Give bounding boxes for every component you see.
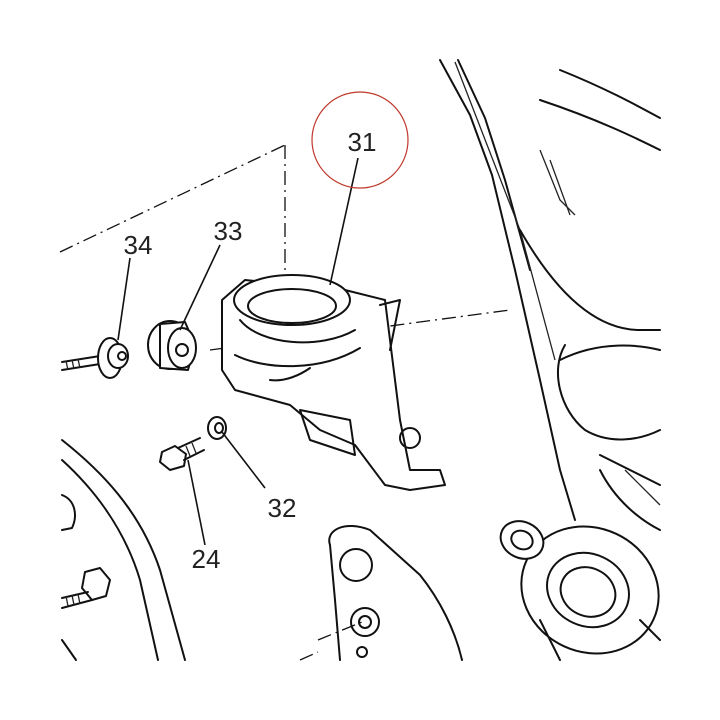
hex-bolt-lower-left [61,567,111,609]
bracket-part-31[interactable] [221,274,446,491]
bolt-part-34[interactable] [61,337,129,379]
bolt-part-24[interactable] [159,437,205,471]
washer-part-32[interactable] [207,416,227,440]
bushing-part-33[interactable] [147,320,197,371]
highlight-circle [311,91,409,189]
callout-24: 24 [192,544,221,574]
frame-outline [439,59,661,661]
swingarm-plate [328,525,463,661]
callout-34: 34 [124,230,153,260]
callout-32: 32 [268,493,297,523]
callout-33: 33 [214,216,243,246]
left-plate [61,439,186,661]
leader-lines [117,157,359,546]
callout-31: 31 [348,127,377,157]
